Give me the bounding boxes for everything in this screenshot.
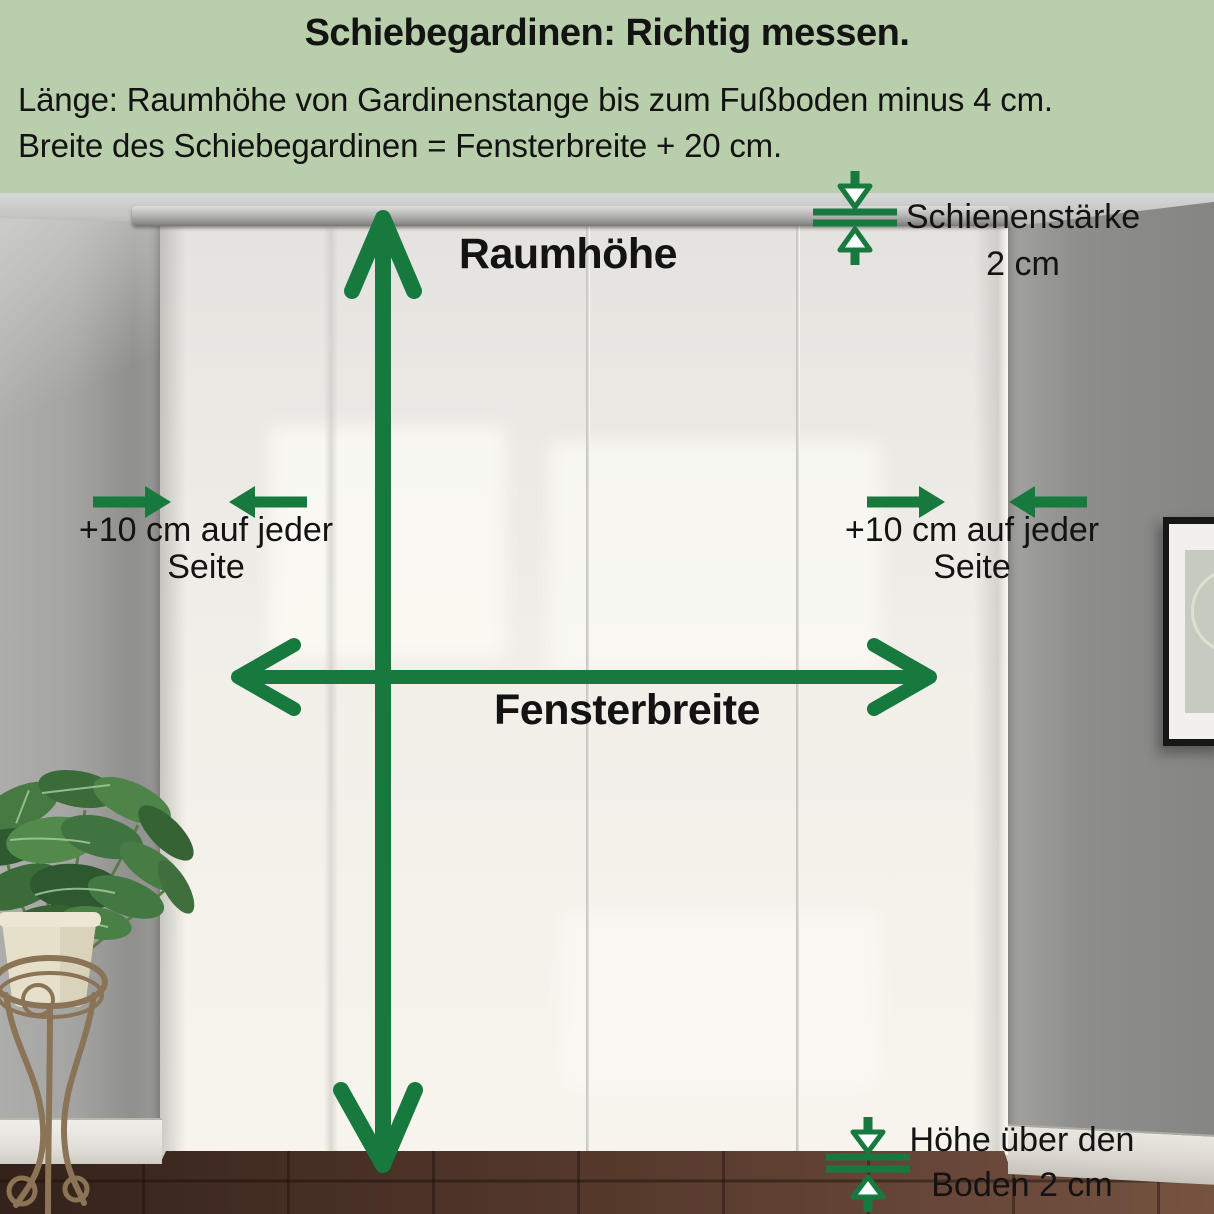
panel-seam xyxy=(796,212,800,1155)
picture-art xyxy=(1185,550,1214,713)
window-width-label: Fensterbreite xyxy=(494,686,760,734)
page-title: Schiebegardinen: Richtig messen. xyxy=(304,12,910,54)
side-overlap-label-right: +10 cm auf jeder Seite xyxy=(844,511,1100,586)
header-band: Schiebegardinen: Richtig messen. Länge: … xyxy=(0,0,1214,193)
baseboard-left xyxy=(0,1118,162,1164)
room-height-label: Raumhöhe xyxy=(458,230,678,278)
instruction-line-length: Länge: Raumhöhe von Gardinenstange bis z… xyxy=(18,81,1053,118)
plant-stand xyxy=(0,955,108,1214)
sliding-curtain-panels xyxy=(160,212,1008,1155)
wall-picture-frame xyxy=(1163,517,1214,746)
plant-pot xyxy=(0,912,101,1007)
window-light-patch xyxy=(550,442,880,672)
window-light-patch xyxy=(560,912,880,1092)
panel-seam xyxy=(586,212,590,1155)
picture-mat xyxy=(1169,524,1214,739)
curtain-fold xyxy=(324,212,338,1155)
rail-thickness-label: Schienenstärke 2 cm xyxy=(905,198,1141,283)
potted-plant xyxy=(0,769,195,1214)
curtain-left-shade xyxy=(160,212,186,1155)
instruction-line-width: Breite des Schiebegardinen = Fensterbrei… xyxy=(18,127,782,164)
floor-gap-label: Höhe über den Boden 2 cm xyxy=(909,1121,1135,1204)
side-overlap-label-left: +10 cm auf jeder Seite xyxy=(78,511,334,586)
picture-circle-motif xyxy=(1191,568,1214,654)
